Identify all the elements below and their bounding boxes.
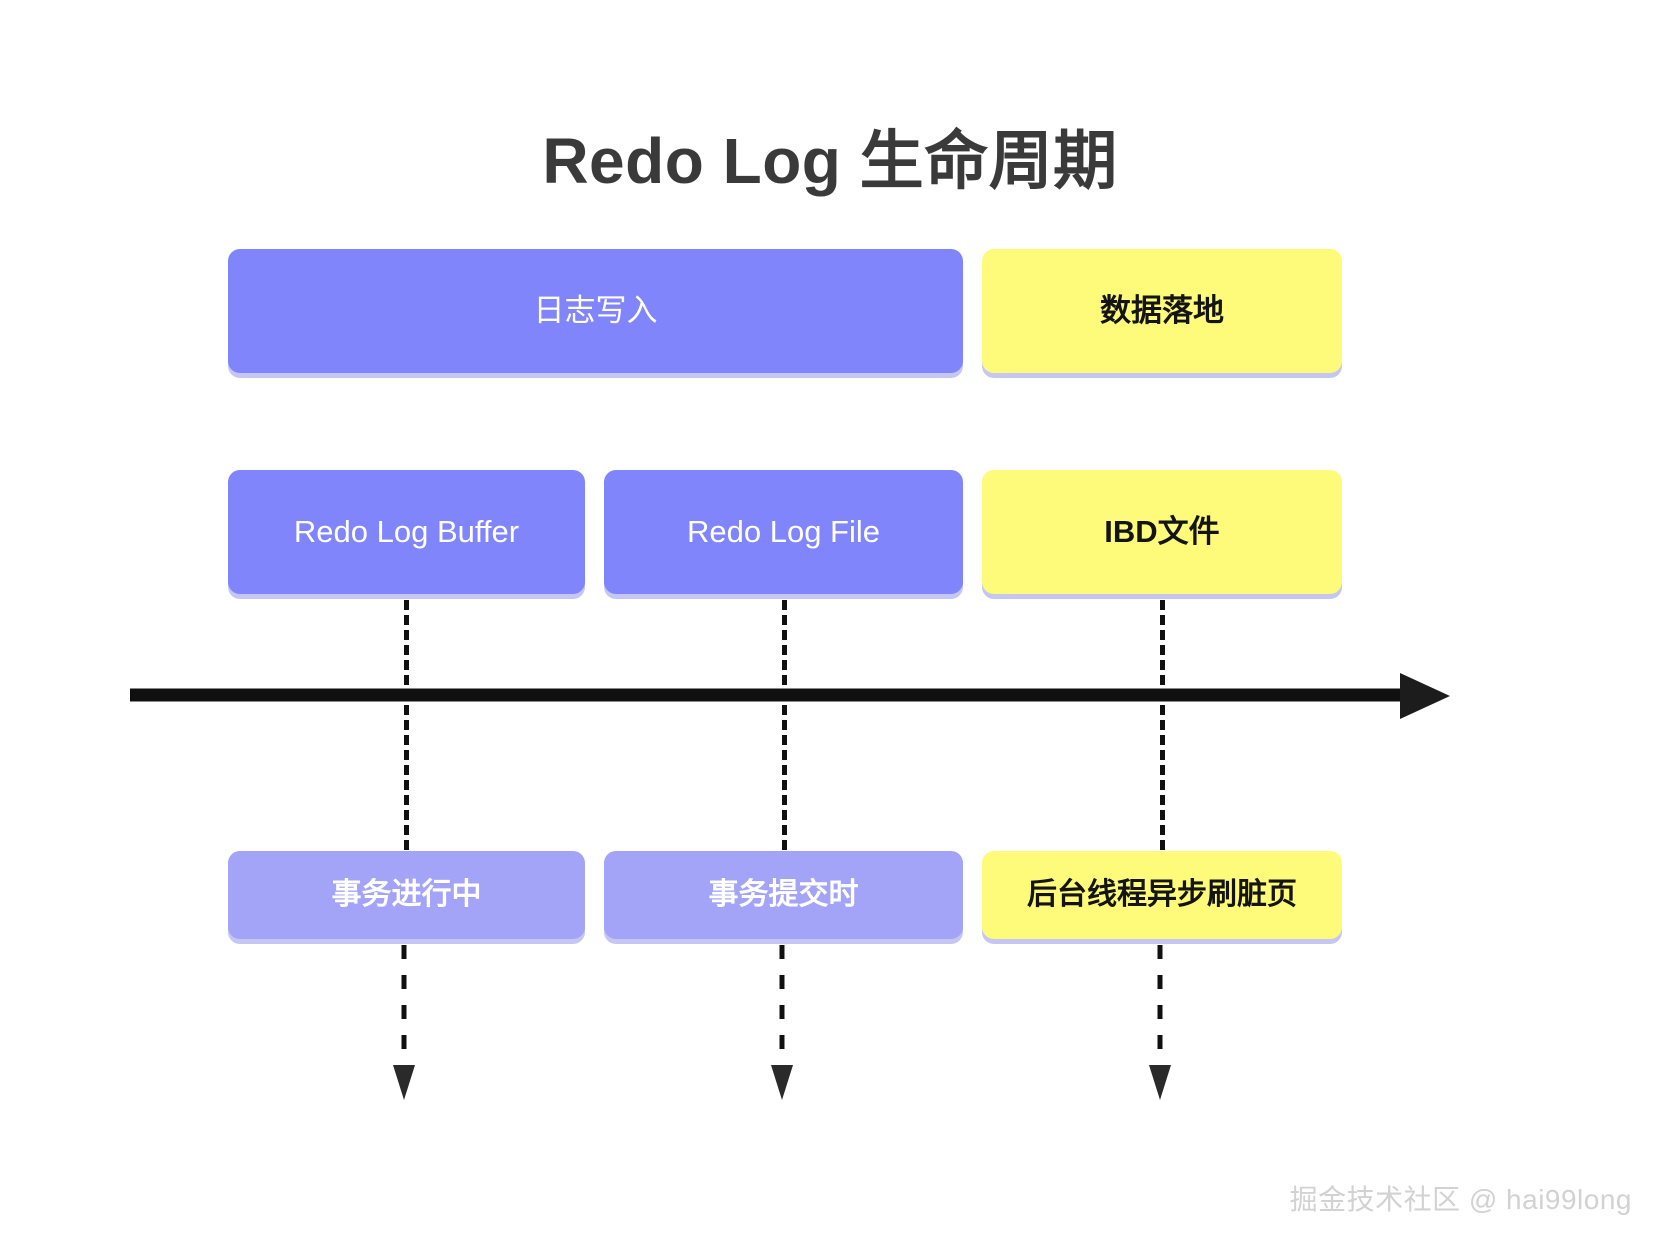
box-log-write: 日志写入 (228, 249, 963, 373)
box-background-flush-label: 后台线程异步刷脏页 (1027, 878, 1297, 911)
box-background-flush: 后台线程异步刷脏页 (982, 851, 1342, 939)
box-redo-log-file: Redo Log File (604, 470, 963, 594)
box-ibd-file-label: IBD文件 (1104, 514, 1220, 550)
connector-dashed-ibd (1160, 600, 1165, 850)
connector-dashed-file (782, 600, 787, 850)
arrow-down-icon-flush (1145, 945, 1175, 1105)
box-redo-log-buffer-label: Redo Log Buffer (293, 514, 520, 550)
box-transaction-running-label: 事务进行中 (331, 878, 482, 911)
box-redo-log-file-label: Redo Log File (686, 514, 880, 550)
box-redo-log-buffer: Redo Log Buffer (228, 470, 585, 594)
box-transaction-commit-label: 事务提交时 (708, 878, 859, 911)
box-transaction-commit: 事务提交时 (604, 851, 963, 939)
arrow-down-icon-commit (767, 945, 797, 1105)
connector-dashed-buffer (404, 600, 409, 850)
timeline-arrow (130, 665, 1450, 725)
box-data-landing-label: 数据落地 (1100, 293, 1224, 329)
box-ibd-file: IBD文件 (982, 470, 1342, 594)
watermark: 掘金技术社区 @ hai99long (1289, 1184, 1632, 1215)
box-transaction-running: 事务进行中 (228, 851, 585, 939)
arrow-down-icon-running (389, 945, 419, 1105)
box-data-landing: 数据落地 (982, 249, 1342, 373)
page-title: Redo Log 生命周期 (542, 125, 1118, 197)
box-log-write-label: 日志写入 (533, 293, 658, 329)
